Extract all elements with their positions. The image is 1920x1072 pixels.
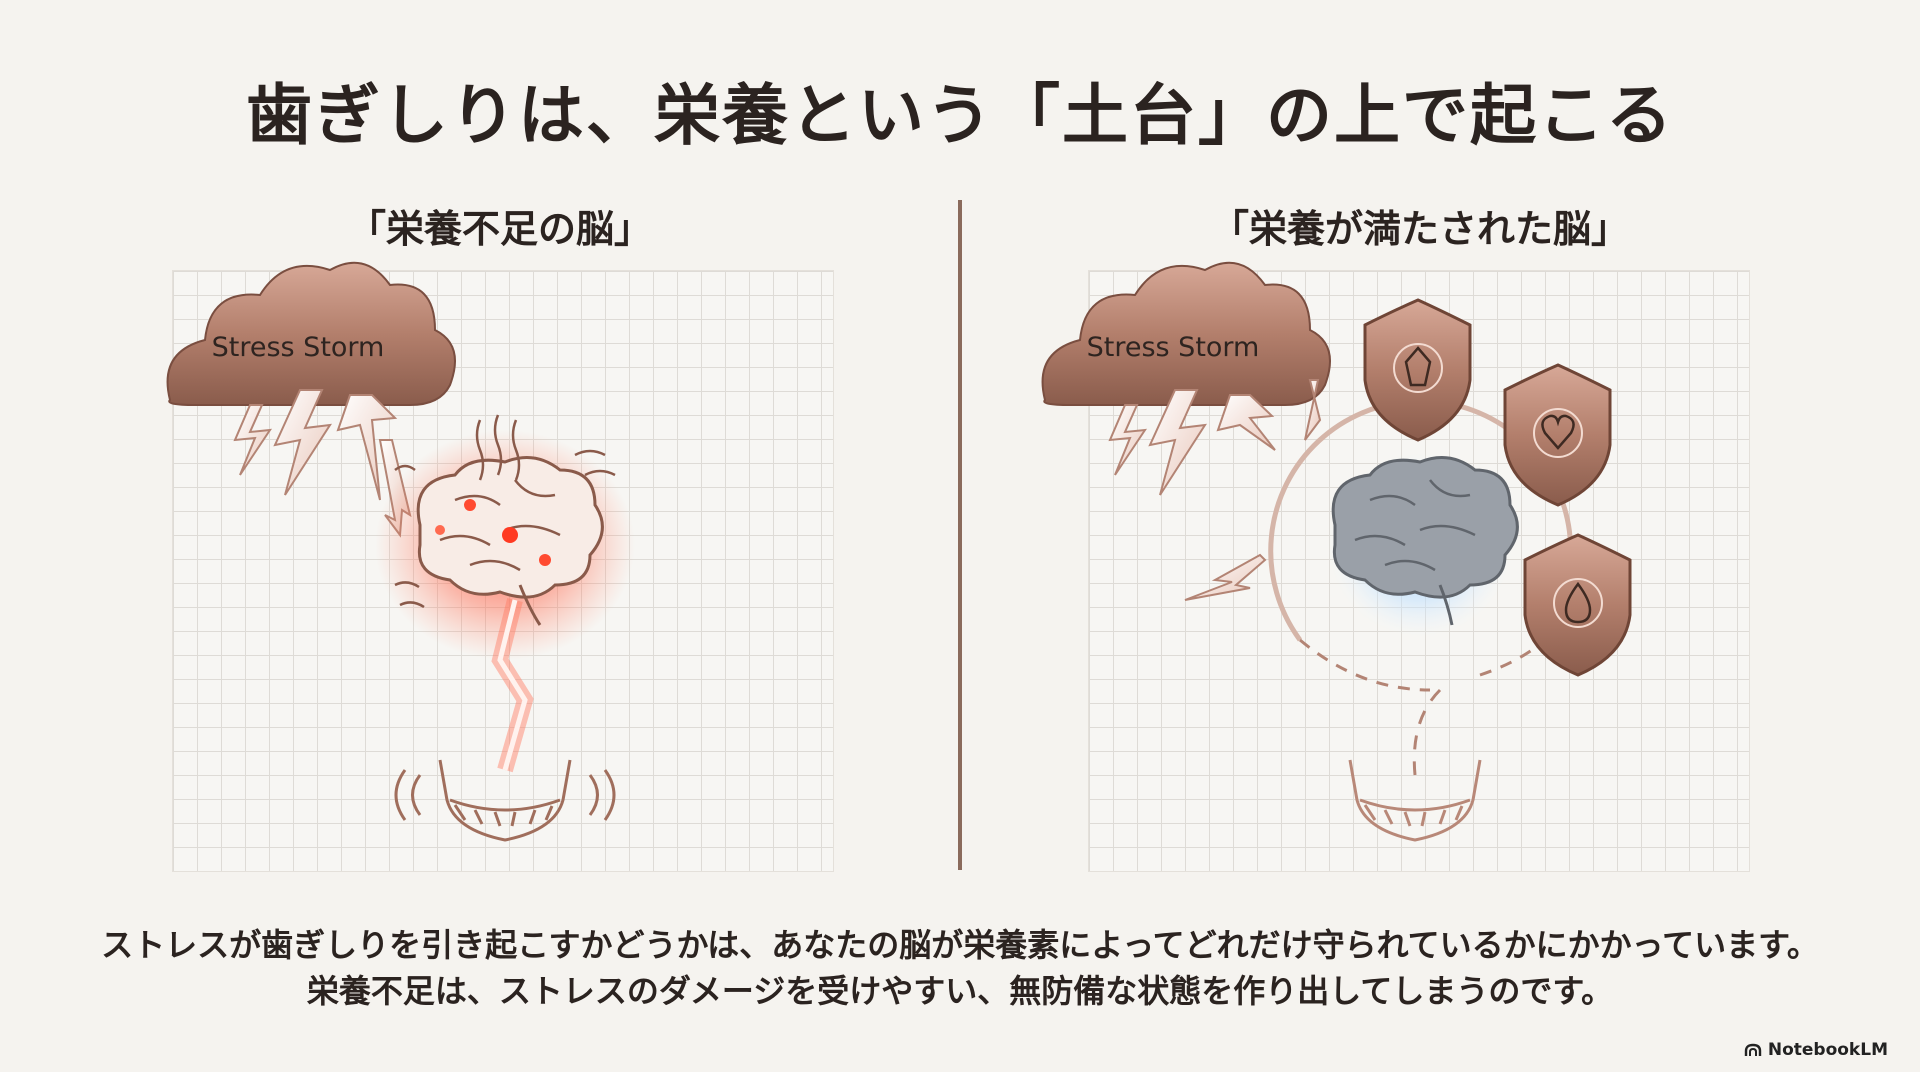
right-dashed-nerve-signal [1412, 688, 1442, 776]
crystal-icon [1404, 346, 1432, 387]
caption-line-2: 栄養不足は、ストレスのダメージを受けやすい、無防備な状態を作り出してしまうのです… [306, 972, 1614, 1010]
drop-icon [1564, 581, 1592, 624]
notebooklm-logo-icon [1744, 1043, 1762, 1056]
right-storm-label: Stress Storm [1087, 332, 1260, 363]
heart-icon [1541, 414, 1575, 450]
panel-divider [958, 200, 962, 870]
left-panel-heading: 「栄養不足の脳」 [347, 207, 652, 251]
left-stress-wavy-lines [394, 414, 616, 609]
left-storm-label: Stress Storm [212, 332, 385, 363]
right-lightning-bolts [1108, 379, 1322, 601]
right-stress-cloud: Stress Storm [1041, 261, 1331, 406]
right-ring-dashed-left [1299, 638, 1431, 692]
left-brain-stressed-icon [416, 456, 604, 626]
shield-crystal [1363, 298, 1472, 442]
right-panel-heading: 「栄養が満たされた脳」 [1210, 207, 1629, 251]
slide-title: 歯ぎしりは、栄養という「土台」の上で起こる [246, 76, 1674, 154]
caption-line-1: ストレスが歯ぎしりを引き起こすかどうかは、あなたの脳が栄養素によってどれだけ守ら… [101, 926, 1819, 964]
brand-label: NotebookLM [1767, 1040, 1888, 1060]
right-brain-calm-icon [1331, 456, 1519, 626]
shield-heart [1503, 363, 1612, 507]
left-red-nerve-signal [491, 598, 534, 773]
left-jaw-grinding-icon [394, 759, 616, 842]
brand-badge: NotebookLM [1744, 1040, 1888, 1060]
shield-drop [1523, 533, 1632, 677]
left-stress-cloud: Stress Storm [166, 261, 456, 406]
right-jaw-relaxed-icon [1348, 759, 1482, 842]
